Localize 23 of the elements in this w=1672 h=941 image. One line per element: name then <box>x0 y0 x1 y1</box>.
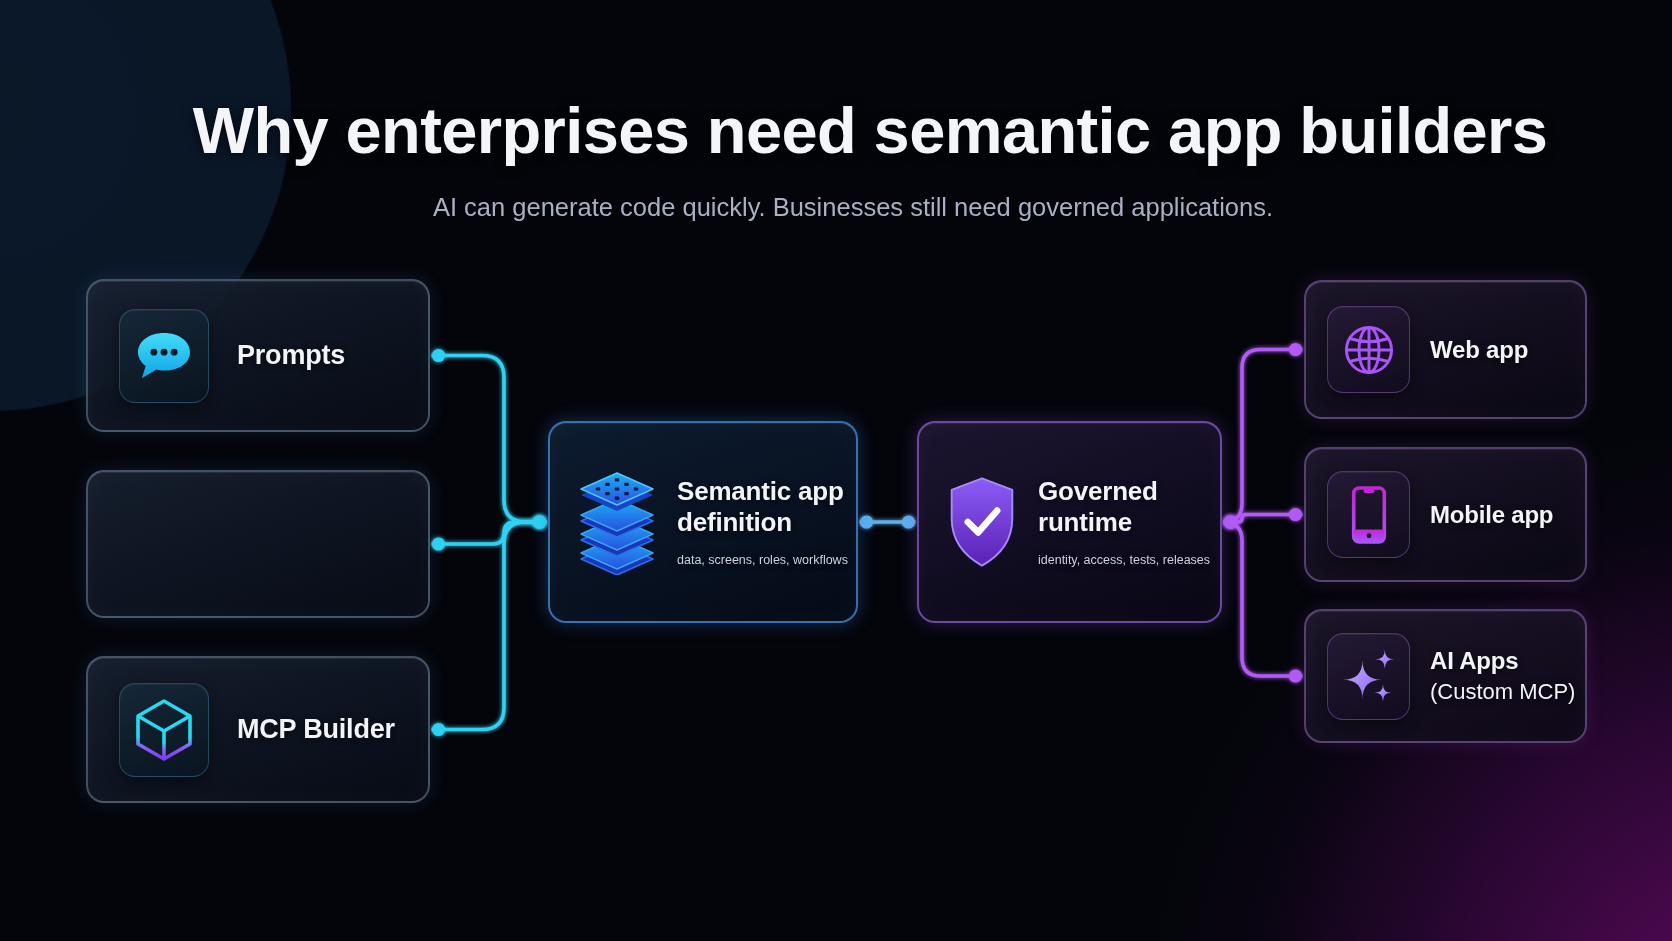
process-card <box>548 421 858 623</box>
process-card <box>917 421 1222 623</box>
output-card <box>1304 447 1587 582</box>
node-label: AI Apps <box>1430 646 1520 676</box>
input-card <box>86 656 430 803</box>
title: Why enterprises need semantic app builders <box>192 94 1548 169</box>
connector-line <box>859 515 916 529</box>
input-card <box>86 279 430 432</box>
node-label: MCP Builder <box>237 713 396 746</box>
node-label: Semantic app definition <box>677 475 845 540</box>
node-description: data, screens, roles, workflows <box>677 553 848 569</box>
node-label: Web app <box>1430 334 1530 365</box>
subtitle: AI can generate code quickly. Businesses still need governed applications. <box>432 192 1274 223</box>
node-label: Governed runtime <box>1038 475 1159 540</box>
node-label: Prompts <box>237 339 347 372</box>
input-card <box>86 470 430 618</box>
output-card <box>1304 609 1587 743</box>
connector-line <box>1221 515 1303 683</box>
node-description: identity, access, tests, releases <box>1038 553 1212 569</box>
node-sublabel: (Custom MCP) <box>1430 678 1577 706</box>
connector-line <box>431 515 547 737</box>
output-card <box>1304 280 1587 419</box>
node-label: Mobile app <box>1430 499 1555 530</box>
